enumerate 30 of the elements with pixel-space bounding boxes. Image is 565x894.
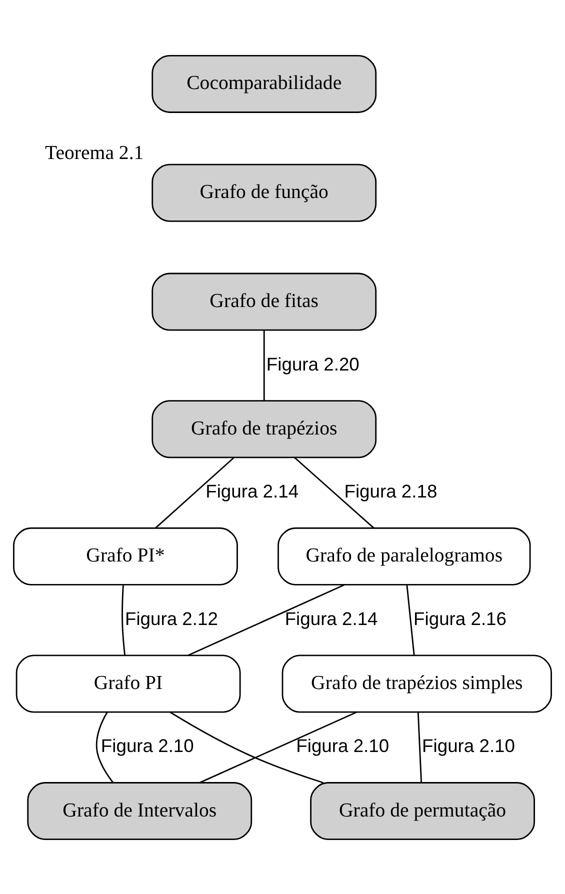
connector	[263, 330, 265, 400]
edge-label: Figura 2.16	[414, 607, 507, 628]
edge-label: Figura 2.14	[206, 480, 299, 502]
node-box: Grafo de fitas	[152, 272, 377, 330]
node-box: Grafo de trapézios simples	[282, 654, 552, 712]
connector	[155, 456, 234, 528]
connector	[417, 712, 422, 782]
connector	[199, 711, 358, 783]
node-box: Grafo de trapézios	[152, 400, 377, 458]
connector	[122, 584, 126, 655]
node-box: Cocomparabilidade	[152, 54, 377, 112]
edge-label: Figura 2.18	[344, 480, 438, 502]
edge-label: Figura 2.10	[100, 734, 194, 756]
edge-label: Figura 2.10	[422, 734, 515, 756]
connector	[188, 584, 345, 656]
edge-label: Figura 2.20	[266, 352, 360, 374]
node-label: Teorema 2.1	[45, 142, 144, 164]
node-box: Grafo PI*	[13, 526, 238, 585]
node-box: Grafo de função	[152, 163, 377, 222]
edge-label: Figura 2.14	[284, 607, 378, 628]
node-box: Grafo de Intervalos	[27, 782, 252, 840]
node-box: Grafo de paralelogramos	[278, 526, 531, 585]
connector	[96, 711, 114, 782]
connector	[170, 711, 324, 783]
edge-label: Figura 2.10	[296, 734, 390, 756]
node-box: Grafo PI	[16, 654, 241, 712]
node-box: Grafo de permutação	[310, 782, 535, 840]
edge-label: Figura 2.12	[124, 607, 218, 628]
connector	[406, 584, 415, 655]
connector	[294, 456, 374, 528]
